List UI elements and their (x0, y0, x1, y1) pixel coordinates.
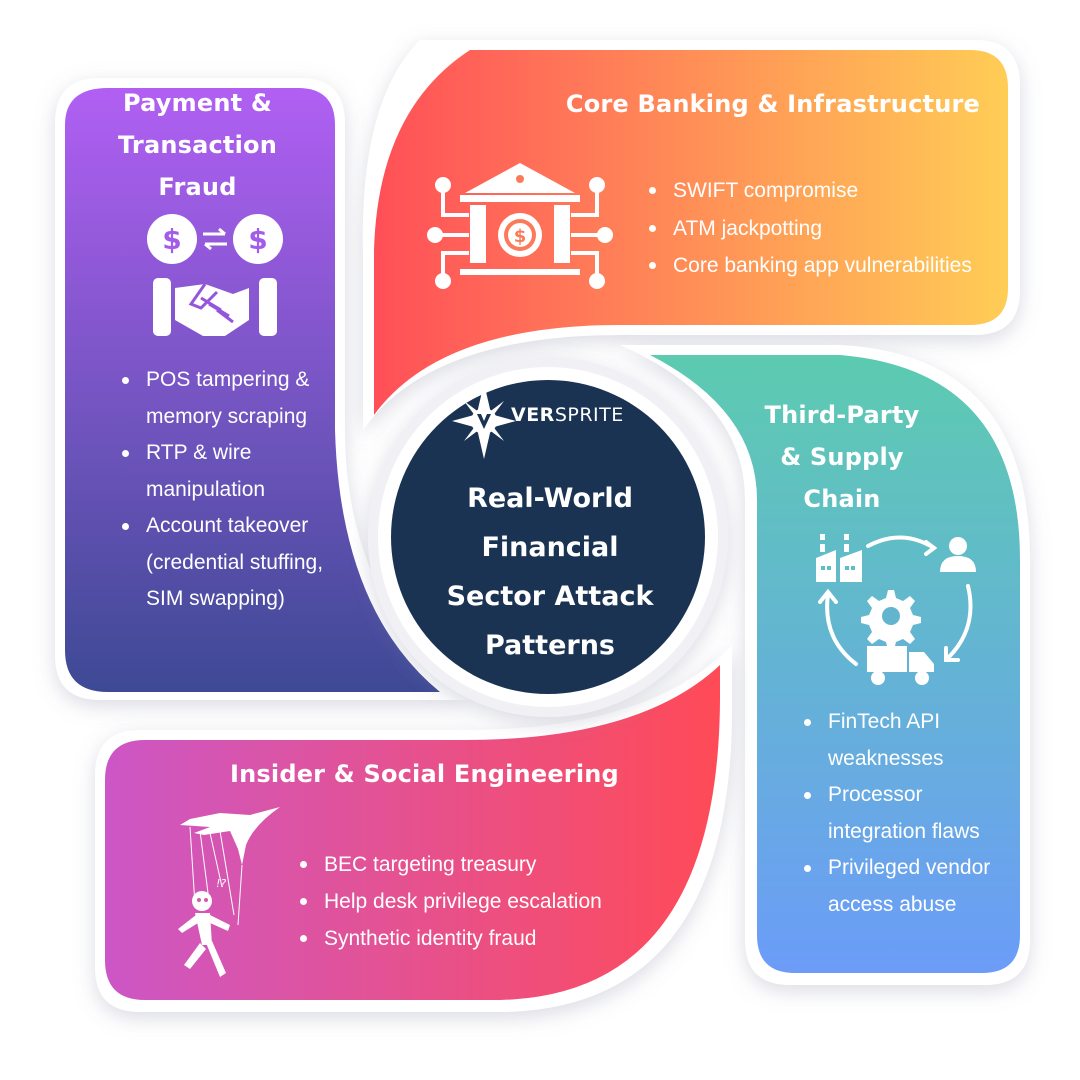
svg-text:$: $ (514, 226, 527, 247)
third-party-panel (620, 345, 1030, 985)
list-item: SWIFT compromise (645, 172, 985, 210)
list-item: Core banking app vulnerabilities (645, 247, 985, 285)
list-item: BEC targeting treasury (296, 846, 636, 883)
insider-title: Insider & Social Engineering (230, 760, 619, 788)
center-title: Real-World Financial Sector Attack Patte… (446, 483, 654, 661)
insider-panel (95, 645, 733, 1012)
list-item: POS tampering &memory scraping (118, 362, 338, 435)
core-banking-bullet-list: SWIFT compromise ATM jackpotting Core ba… (645, 172, 985, 285)
versprite-wordmark: VERSPRITE (511, 404, 624, 426)
center-circle (368, 357, 728, 717)
list-item: Synthetic identity fraud (296, 920, 636, 957)
svg-text:$: $ (248, 223, 267, 256)
svg-text:!?: !? (216, 877, 226, 890)
versprite-compass-logo-icon (452, 383, 516, 459)
list-item: Account takeover(credential stuffing,SIM… (118, 508, 338, 618)
handshake-money-exchange-icon: $ $ (147, 214, 283, 336)
list-item: ATM jackpotting (645, 210, 985, 248)
third-party-title: Third-Party & Supply Chain (764, 401, 920, 513)
list-item: Help desk privilege escalation (296, 883, 636, 920)
svg-text:$: $ (162, 223, 181, 256)
payment-bullet-list: POS tampering &memory scraping RTP & wir… (118, 362, 338, 618)
core-banking-title: Core Banking & Infrastructure (565, 90, 980, 118)
puppet-master-icon: !? (178, 807, 280, 977)
core-banking-panel (362, 40, 1020, 430)
supply-chain-cycle-icon (816, 534, 976, 685)
payment-title: Payment & Transaction Fraud (117, 89, 278, 201)
bank-circuit-icon: $ (427, 163, 613, 289)
insider-bullet-list: BEC targeting treasury Help desk privile… (296, 846, 636, 957)
